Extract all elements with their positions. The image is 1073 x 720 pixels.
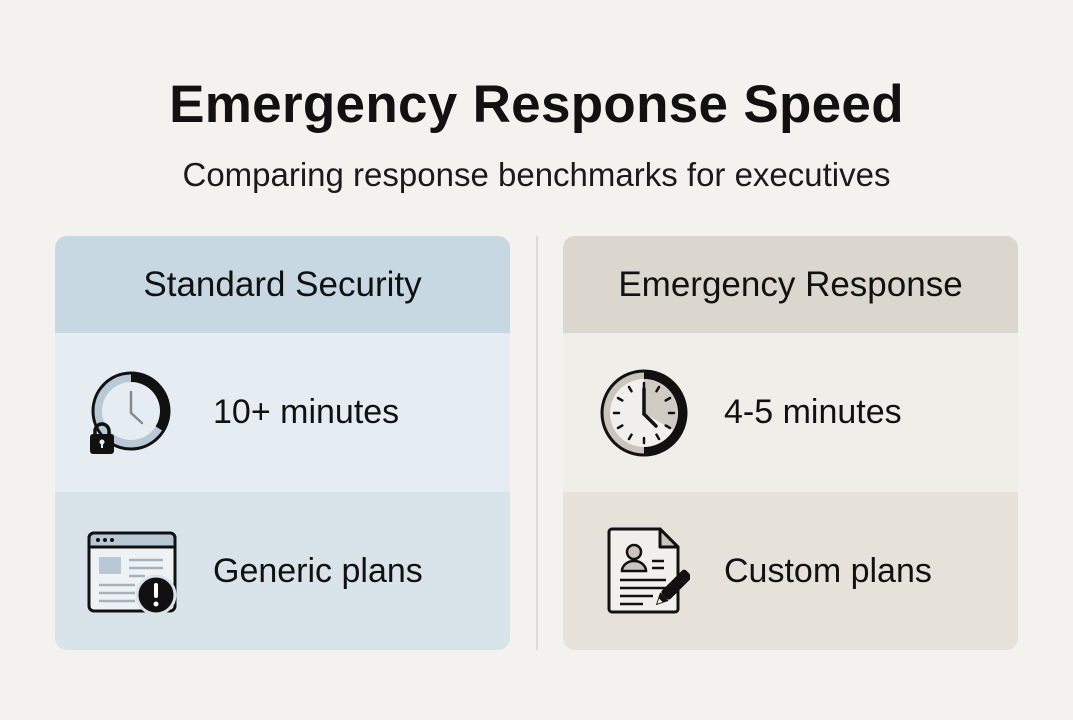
comparison-row: 4-5 minutes [563,333,1018,492]
card-heading: Standard Security [55,236,510,333]
clock-lock-icon [90,371,171,454]
plan-type-value: Custom plans [724,551,932,590]
document-edit-icon [607,527,690,614]
column-divider [536,236,538,650]
comparison-row: 10+ minutes [55,333,510,492]
plan-type-value: Generic plans [213,551,423,590]
page-subtitle: Comparing response benchmarks for execut… [182,156,891,193]
standard-security-card: Standard Security 10+ minutes [55,236,510,650]
page-title: Emergency Response Speed [169,75,904,134]
response-time-value: 10+ minutes [213,393,400,431]
clock-icon [600,369,688,456]
card-heading: Emergency Response [563,236,1018,333]
emergency-response-card: Emergency Response [563,236,1018,650]
comparison-row: Custom plans [563,492,1018,650]
browser-warning-icon [87,531,177,616]
response-time-value: 4-5 minutes [724,393,902,431]
comparison-row: Generic plans [55,492,510,650]
